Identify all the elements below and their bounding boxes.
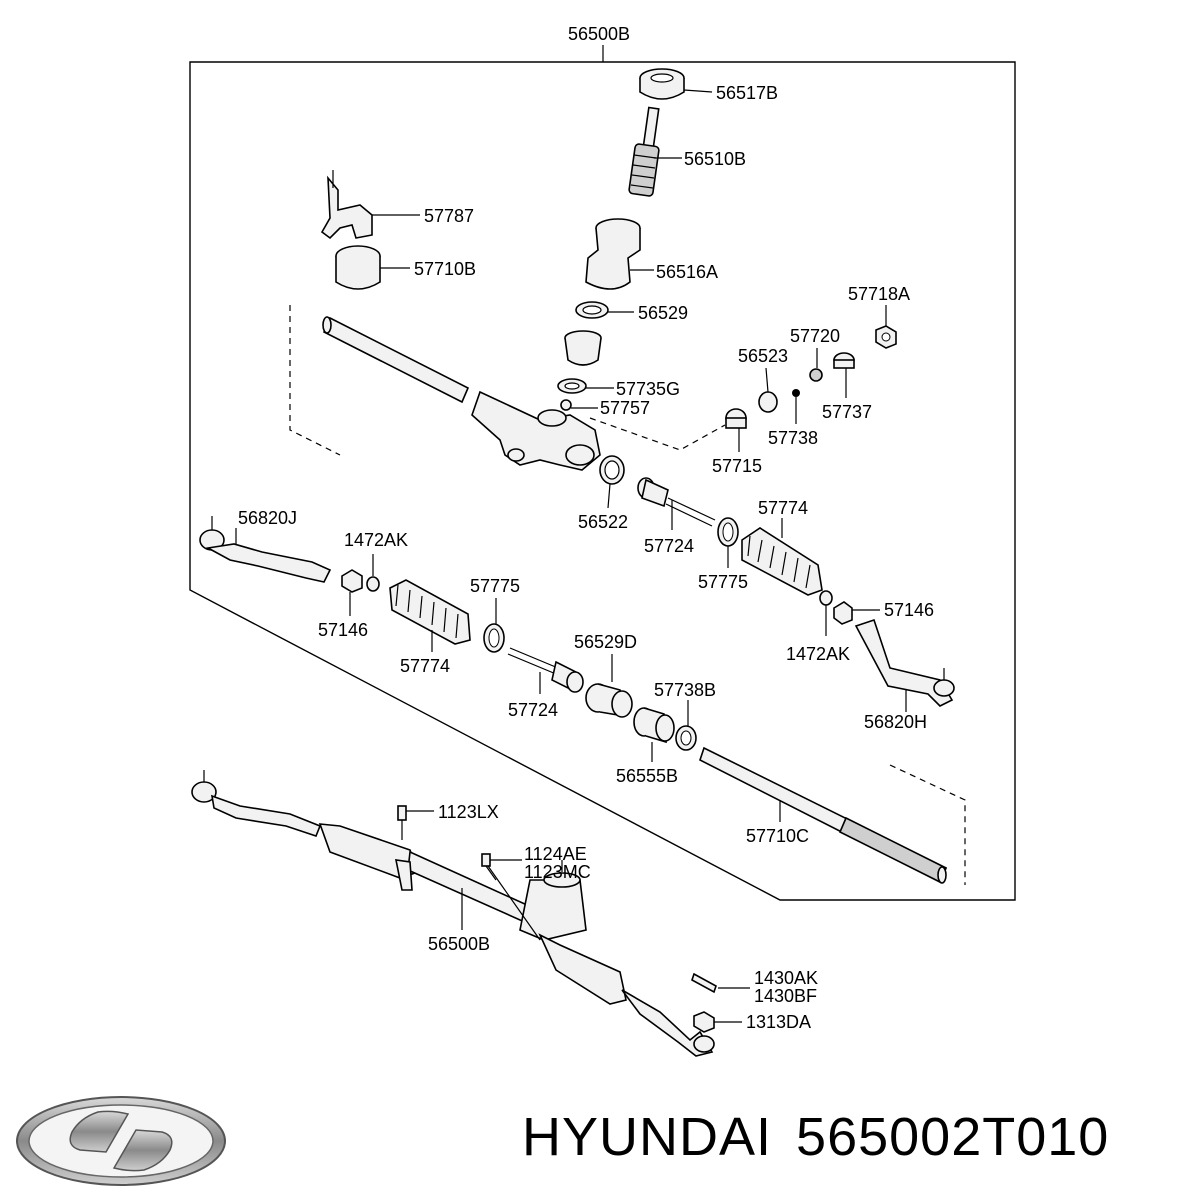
part-57775-left-clamp <box>483 623 505 653</box>
label-57737: 57737 <box>822 402 872 422</box>
label-1124AE: 1124AE <box>524 844 587 864</box>
label-56522: 56522 <box>578 512 628 532</box>
part-57757 <box>560 399 572 411</box>
label-57775-right: 57775 <box>698 572 748 592</box>
label-57715: 57715 <box>712 456 762 476</box>
part-1472AK-right-clip <box>819 590 833 606</box>
assembly-top-label: 56500B <box>568 24 630 44</box>
part-57735G-bush <box>564 330 602 366</box>
label-57710B: 57710B <box>414 259 476 279</box>
part-57738B-ring <box>675 725 697 751</box>
brand-name: HYUNDAI <box>522 1107 773 1167</box>
label-1123LX: 1123LX <box>438 802 499 822</box>
part-57737-cap <box>833 352 855 369</box>
part-57715-yoke <box>725 408 747 429</box>
label-57738: 57738 <box>768 428 818 448</box>
part-57787-bracket <box>320 170 373 240</box>
part-56820J-left-tie-rod-end <box>199 516 332 583</box>
part-57146-left-nut <box>341 569 363 593</box>
part-1313DA-nut <box>693 1011 715 1033</box>
label-56820H: 56820H <box>864 712 927 732</box>
part-56523 <box>758 391 778 413</box>
part-57720 <box>809 368 823 382</box>
part-57710B-bushing <box>335 245 381 290</box>
brand-caption: HYUNDAI 565002T010 <box>522 1106 1109 1168</box>
label-57774-left: 57774 <box>400 656 450 676</box>
label-57724-left: 57724 <box>508 700 558 720</box>
part-57775-right-clamp <box>717 517 739 547</box>
label-56820J: 56820J <box>238 508 297 528</box>
part-gear-housing <box>471 390 601 471</box>
part-56522-ring <box>599 455 625 485</box>
part-57735G-ring <box>557 378 587 394</box>
label-56510B: 56510B <box>684 149 746 169</box>
part-rack-tube-upper <box>322 316 470 404</box>
label-1472AK-right: 1472AK <box>786 644 850 664</box>
label-56529D: 56529D <box>574 632 637 652</box>
label-1313DA: 1313DA <box>746 1012 811 1032</box>
label-57146-left: 57146 <box>318 620 368 640</box>
label-56555B: 56555B <box>616 766 678 786</box>
part-56529-seal <box>575 301 609 319</box>
label-57787: 57787 <box>424 206 474 226</box>
part-57710C-rack-tube <box>699 746 948 884</box>
label-57738B: 57738B <box>654 680 716 700</box>
label-1123MC: 1123MC <box>524 862 591 882</box>
label-1430BF: 1430BF <box>754 986 817 1006</box>
part-57718A-nut <box>875 325 897 349</box>
label-57710C: 57710C <box>746 826 809 846</box>
label-1472AK-left: 1472AK <box>344 530 408 550</box>
label-1430AK: 1430AK <box>754 968 818 988</box>
part-1472AK-left-clip <box>366 576 380 592</box>
label-57775-left: 57775 <box>470 576 520 596</box>
part-56510B-pinion <box>628 106 660 197</box>
part-56529D-bush <box>585 683 633 718</box>
label-57757: 57757 <box>600 398 650 418</box>
assembly-frame <box>189 61 1016 901</box>
part-1430AK-cotter-pin <box>691 972 717 994</box>
label-57774-right: 57774 <box>758 498 808 518</box>
label-57718A: 57718A <box>848 284 910 304</box>
label-56500B-bottom: 56500B <box>428 934 490 954</box>
part-57738 <box>792 389 800 397</box>
label-57735G: 57735G <box>616 379 680 399</box>
part-56517B <box>639 68 685 100</box>
part-57146-right-nut <box>833 601 853 625</box>
label-56529: 56529 <box>638 303 688 323</box>
part-56820H-right-tie-rod-end <box>854 618 955 707</box>
label-57724-right: 57724 <box>644 536 694 556</box>
part-57724-right-inner-rod <box>637 477 716 527</box>
label-56516A: 56516A <box>656 262 718 282</box>
label-56517B: 56517B <box>716 83 778 103</box>
part-56516A-housing <box>585 218 641 290</box>
part-number: 565002T010 <box>796 1107 1110 1167</box>
label-57146-right: 57146 <box>884 600 934 620</box>
part-1123LX-bolt <box>397 805 407 840</box>
part-57774-left-boot <box>389 579 471 645</box>
part-56555B-bush <box>633 707 675 744</box>
part-57724-left-inner-rod <box>507 647 584 693</box>
label-56523: 56523 <box>738 346 788 366</box>
hyundai-logo-icon <box>16 1096 226 1186</box>
label-57720: 57720 <box>790 326 840 346</box>
part-57774-right-boot <box>741 527 823 596</box>
